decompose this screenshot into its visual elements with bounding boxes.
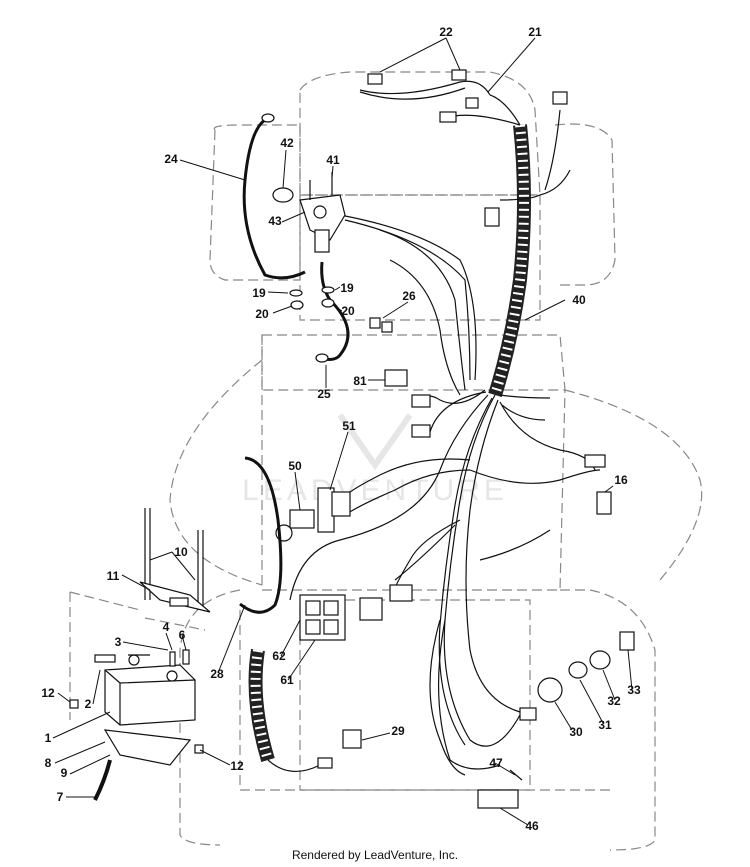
callout-30: 30 [569, 725, 583, 739]
callout-32: 32 [607, 694, 621, 708]
battery-cable-24 [242, 113, 306, 280]
callout-3: 3 [115, 635, 122, 649]
tractor-outline [69, 71, 703, 851]
callout-2: 2 [85, 697, 92, 711]
right-side-parts [342, 454, 635, 809]
callout-20-right: 20 [341, 304, 355, 318]
callout-50: 50 [288, 459, 302, 473]
callout-40: 40 [572, 293, 586, 307]
callout-4: 4 [163, 620, 170, 634]
solenoid-43 [272, 172, 346, 253]
callout-28: 28 [210, 667, 224, 681]
callout-19-right: 19 [340, 281, 354, 295]
callout-1: 1 [45, 731, 52, 745]
callout-29: 29 [391, 724, 405, 738]
watermark-logo [337, 413, 413, 471]
battery-1 [103, 654, 196, 766]
callout-43: 43 [268, 214, 282, 228]
footer-credit: Rendered by LeadVenture, Inc. [291, 848, 459, 862]
callout-42: 42 [280, 136, 294, 150]
leader-lines [52, 37, 633, 826]
battery-cable-25 [315, 261, 350, 363]
callout-46: 46 [525, 819, 539, 833]
callout-31: 31 [598, 718, 612, 732]
callout-9: 9 [61, 766, 68, 780]
callout-8: 8 [45, 756, 52, 770]
small-hardware [69, 649, 204, 801]
callout-16: 16 [614, 473, 628, 487]
callout-51: 51 [342, 419, 356, 433]
harness-coil-40 [488, 124, 531, 398]
callout-12-right: 12 [230, 759, 244, 773]
callout-10: 10 [174, 545, 188, 559]
headlight-wires-22 [359, 69, 491, 123]
callout-6: 6 [179, 628, 186, 642]
cable-28 [239, 456, 333, 772]
keyswitch-51 [275, 487, 351, 542]
callout-81: 81 [353, 374, 367, 388]
callout-26: 26 [402, 289, 416, 303]
washers-19-20 [289, 286, 335, 310]
connectors [369, 91, 568, 438]
callout-22: 22 [439, 25, 453, 39]
callout-21: 21 [528, 25, 542, 39]
callout-24: 24 [164, 152, 178, 166]
callout-20-left: 20 [255, 307, 269, 321]
callout-47: 47 [489, 756, 503, 770]
callout-12-left: 12 [41, 686, 55, 700]
callout-62: 62 [272, 649, 286, 663]
watermark-text: LEADVENTURE [242, 474, 508, 507]
callout-61: 61 [280, 673, 294, 687]
callout-7: 7 [57, 790, 64, 804]
callout-33: 33 [627, 683, 641, 697]
callout-41: 41 [326, 153, 340, 167]
hold-down-10-11 [139, 508, 211, 613]
module-61 [299, 584, 413, 641]
callout-25: 25 [317, 387, 331, 401]
callout-19-left: 19 [252, 286, 266, 300]
callout-11: 11 [107, 569, 120, 583]
